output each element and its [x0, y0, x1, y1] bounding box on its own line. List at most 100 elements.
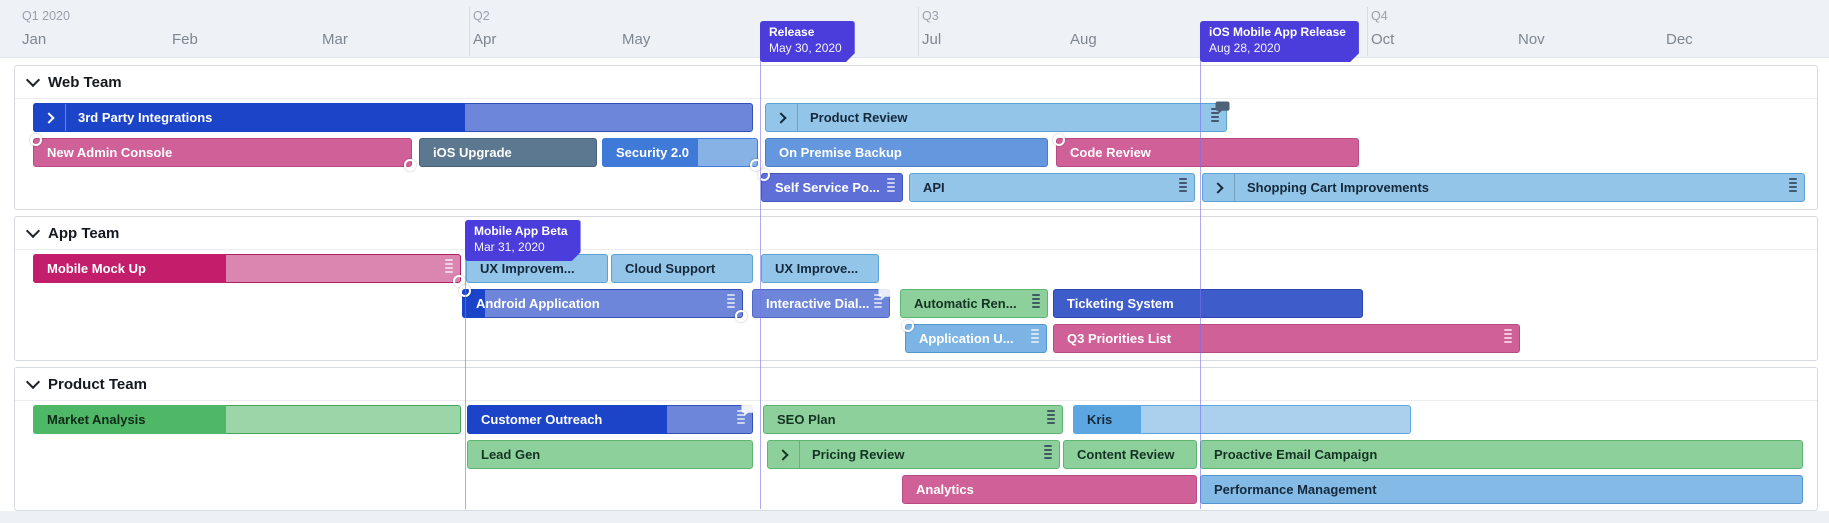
task-bar-shopping-cart-improvements[interactable]: Shopping Cart Improvements: [1202, 173, 1805, 202]
expand-chevron-icon[interactable]: [766, 104, 798, 131]
section-header[interactable]: Web Team: [15, 66, 1817, 99]
task-label: Cloud Support: [625, 261, 716, 276]
milestone-title: Mobile App Beta: [474, 224, 568, 238]
task-label: Automatic Ren...: [914, 296, 1017, 311]
comment-bubble-icon[interactable]: [741, 403, 756, 417]
drag-grip-icon[interactable]: [874, 294, 882, 308]
task-bar-customer-outreach[interactable]: Customer Outreach: [467, 403, 756, 434]
chevron-down-icon[interactable]: [25, 72, 41, 88]
task-bar-ticketing-system[interactable]: Ticketing System: [1053, 289, 1363, 318]
task-bar-new-admin-console[interactable]: New Admin Console: [30, 134, 416, 171]
task-bar-performance-management[interactable]: Performance Management: [1200, 475, 1803, 504]
task-bar-interactive-dial[interactable]: Interactive Dial...: [752, 287, 893, 318]
progress-fill: [33, 103, 465, 132]
task-bar-api[interactable]: API: [909, 173, 1195, 202]
task-label: Lead Gen: [481, 447, 541, 462]
task-bar-market-analysis[interactable]: Market Analysis: [33, 405, 461, 434]
task-label: Market Analysis: [47, 412, 146, 427]
milestone-line-release: [760, 57, 761, 509]
quarter-tick: [918, 7, 919, 56]
quarter-tick: [469, 7, 470, 56]
drag-grip-icon[interactable]: [727, 294, 735, 308]
milestone-date: Aug 28, 2020: [1209, 40, 1281, 55]
task-bar-product-review[interactable]: Product Review: [765, 101, 1230, 132]
dependency-handle-left[interactable]: [902, 320, 914, 332]
drag-grip-icon[interactable]: [1179, 178, 1187, 192]
dependency-handle-left[interactable]: [758, 169, 770, 181]
drag-grip-icon[interactable]: [445, 259, 453, 273]
dependency-handle-right[interactable]: [735, 310, 747, 322]
dependency-handle-left[interactable]: [30, 134, 42, 146]
dependency-handle-left[interactable]: [1053, 134, 1065, 146]
month-label: Jul: [922, 31, 942, 48]
chevron-right-icon: [776, 448, 789, 461]
dependency-handle-right[interactable]: [453, 275, 465, 287]
task-label: Mobile Mock Up: [47, 261, 146, 276]
drag-grip-icon[interactable]: [1031, 329, 1039, 343]
section-title: App Team: [48, 224, 120, 242]
expand-chevron-icon[interactable]: [34, 104, 66, 131]
task-bar-code-review[interactable]: Code Review: [1053, 134, 1359, 167]
task-bar-content-review[interactable]: Content Review: [1063, 440, 1197, 469]
section-header[interactable]: Product Team: [15, 368, 1817, 401]
dependency-handle-right[interactable]: [404, 159, 416, 171]
task-bar-pricing-review[interactable]: Pricing Review: [767, 440, 1060, 469]
milestone-date: May 30, 2020: [769, 40, 842, 55]
task-bar-android-application[interactable]: Android Application: [459, 285, 747, 322]
task-label: New Admin Console: [47, 145, 173, 160]
chevron-down-icon[interactable]: [25, 374, 41, 390]
task-label: Code Review: [1070, 145, 1151, 160]
progress-fill: [33, 254, 226, 283]
chevron-down-icon[interactable]: [25, 223, 41, 239]
task-bar-lead-gen[interactable]: Lead Gen: [467, 440, 753, 469]
dependency-handle-right[interactable]: [750, 159, 762, 171]
task-bar-q3-priorities-list[interactable]: Q3 Priorities List: [1053, 324, 1520, 353]
task-label: Analytics: [916, 482, 974, 497]
task-bar-3rd-party-integrations[interactable]: 3rd Party Integrations: [33, 103, 753, 132]
task-bar-application-u[interactable]: Application U...: [902, 320, 1047, 353]
drag-grip-icon[interactable]: [1789, 178, 1797, 192]
task-bar-automatic-ren[interactable]: Automatic Ren...: [900, 289, 1048, 318]
drag-grip-icon[interactable]: [1044, 445, 1052, 459]
quarter-label: Q1 2020: [22, 9, 70, 23]
task-bar-security-2-0[interactable]: Security 2.0: [602, 138, 762, 171]
month-label: Aug: [1070, 31, 1097, 48]
quarter-tick: [1367, 7, 1368, 56]
task-label: SEO Plan: [777, 412, 836, 427]
section-header[interactable]: App Team: [15, 217, 1817, 250]
comment-bubble-icon[interactable]: [1215, 101, 1230, 115]
task-bar-ios-upgrade[interactable]: iOS Upgrade: [419, 138, 597, 167]
task-label: On Premise Backup: [779, 145, 902, 160]
drag-grip-icon[interactable]: [1504, 329, 1512, 343]
expand-chevron-icon[interactable]: [768, 441, 800, 468]
task-bar-proactive-email-campaign[interactable]: Proactive Email Campaign: [1200, 440, 1803, 469]
task-bar-seo-plan[interactable]: SEO Plan: [763, 405, 1063, 434]
task-bar-mobile-mock-up[interactable]: Mobile Mock Up: [33, 254, 465, 287]
task-label: Customer Outreach: [481, 412, 603, 427]
task-bar-ux-improve-2[interactable]: UX Improve...: [761, 254, 879, 283]
expand-chevron-icon[interactable]: [1203, 174, 1235, 201]
task-bar-analytics[interactable]: Analytics: [902, 475, 1197, 504]
drag-grip-icon[interactable]: [1032, 294, 1040, 308]
task-label: Android Application: [476, 296, 600, 311]
bottom-strip: [0, 511, 1829, 523]
progress-fill: [33, 405, 226, 434]
drag-grip-icon[interactable]: [1211, 108, 1219, 122]
milestone-line-mobile-app-beta: [465, 253, 466, 509]
chevron-right-icon: [1211, 181, 1224, 194]
task-bar-cloud-support[interactable]: Cloud Support: [611, 254, 753, 283]
progress-fill: [602, 138, 699, 167]
drag-grip-icon[interactable]: [1047, 410, 1055, 424]
drag-grip-icon[interactable]: [887, 178, 895, 192]
chevron-right-icon: [42, 111, 55, 124]
task-bar-on-premise-backup[interactable]: On Premise Backup: [765, 138, 1048, 167]
drag-grip-icon[interactable]: [737, 410, 745, 424]
task-bar-kris[interactable]: Kris: [1073, 405, 1411, 434]
task-bar-self-service-po[interactable]: Self Service Po...: [758, 169, 903, 202]
comment-bubble-icon[interactable]: [878, 287, 893, 301]
